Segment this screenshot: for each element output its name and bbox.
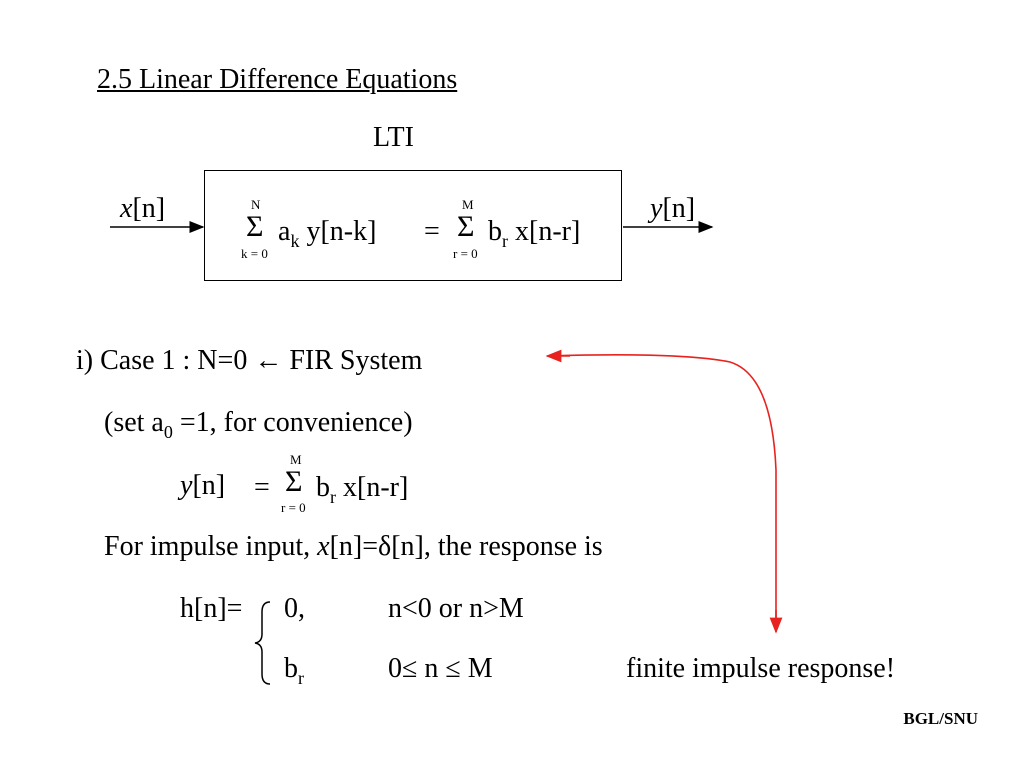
input-index: [n]	[132, 193, 166, 224]
impulse-var: x	[317, 531, 330, 562]
sum2-lower-limit: r = 0	[453, 246, 478, 261]
row2-b: b	[284, 653, 298, 684]
fir-eq-lhs: y[n]	[180, 472, 225, 500]
output-var: y	[650, 193, 663, 224]
fir-coef-sub: r	[330, 487, 336, 507]
output-signal-label: y[n]	[650, 195, 695, 223]
footer-credit: BGL/SNU	[903, 709, 978, 728]
row2-value: br	[284, 653, 304, 688]
row2-condition: 0≤ n ≤ M	[388, 653, 493, 684]
note-pre: (set a	[104, 407, 164, 438]
coef-b-sub: r	[502, 231, 508, 251]
fir-sum-lower-limit: r = 0	[281, 500, 306, 515]
lti-system-box	[204, 170, 622, 281]
sum1-lower-limit: k = 0	[241, 246, 268, 261]
fir-sum-sigma: Σ	[285, 465, 303, 498]
sum1-sigma: Σ	[246, 210, 264, 243]
lhs-expression: ak y[n-k]	[278, 216, 377, 251]
sum1-upper-limit: N	[251, 197, 261, 212]
fir-coef: b	[316, 472, 330, 503]
impulse-post: [n]=δ[n], the response is	[329, 531, 603, 562]
coef-a-sub: k	[290, 231, 300, 251]
input-var: x	[120, 193, 133, 224]
case1-heading: i) Case 1 : N=0 ← FIR System	[76, 345, 423, 376]
lti-label: LTI	[373, 122, 414, 153]
impulse-text: For impulse input, x[n]=δ[n], the respon…	[104, 533, 603, 561]
rhs-term: x[n-r]	[515, 216, 581, 247]
fir-lhs-var: y	[180, 470, 193, 501]
row1-value: 0,	[284, 593, 305, 624]
coef-a: a	[278, 216, 291, 247]
coef-b: b	[488, 216, 502, 247]
note-sub: 0	[163, 422, 173, 442]
input-signal-label: x[n]	[120, 195, 165, 223]
note-post: =1, for convenience)	[172, 407, 413, 438]
red-annotation-arrow-curve	[547, 354, 777, 630]
sum2-upper-limit: M	[462, 197, 474, 212]
fir-lhs-index: [n]	[192, 470, 226, 501]
case1-note: (set a0 =1, for convenience)	[104, 407, 413, 442]
row1-condition: n<0 or n>M	[388, 593, 524, 624]
piecewise-brace	[254, 601, 271, 685]
h-label: h[n]=	[180, 593, 243, 624]
conclusion-text: finite impulse response!	[626, 653, 896, 684]
impulse-pre: For impulse input,	[104, 531, 318, 562]
fir-term: x[n-r]	[343, 472, 409, 503]
fir-eq-rhs: br x[n-r]	[316, 472, 409, 507]
diagram-equals: =	[424, 216, 440, 247]
fir-eq-equals: =	[254, 472, 270, 503]
row2-sub: r	[298, 668, 304, 688]
rhs-expression: br x[n-r]	[488, 216, 581, 251]
fir-sum-upper-limit: M	[290, 452, 302, 467]
slide-title: 2.5 Linear Difference Equations	[97, 64, 458, 95]
lhs-term: y[n-k]	[306, 216, 377, 247]
output-index: [n]	[662, 193, 696, 224]
sum2-sigma: Σ	[457, 210, 475, 243]
